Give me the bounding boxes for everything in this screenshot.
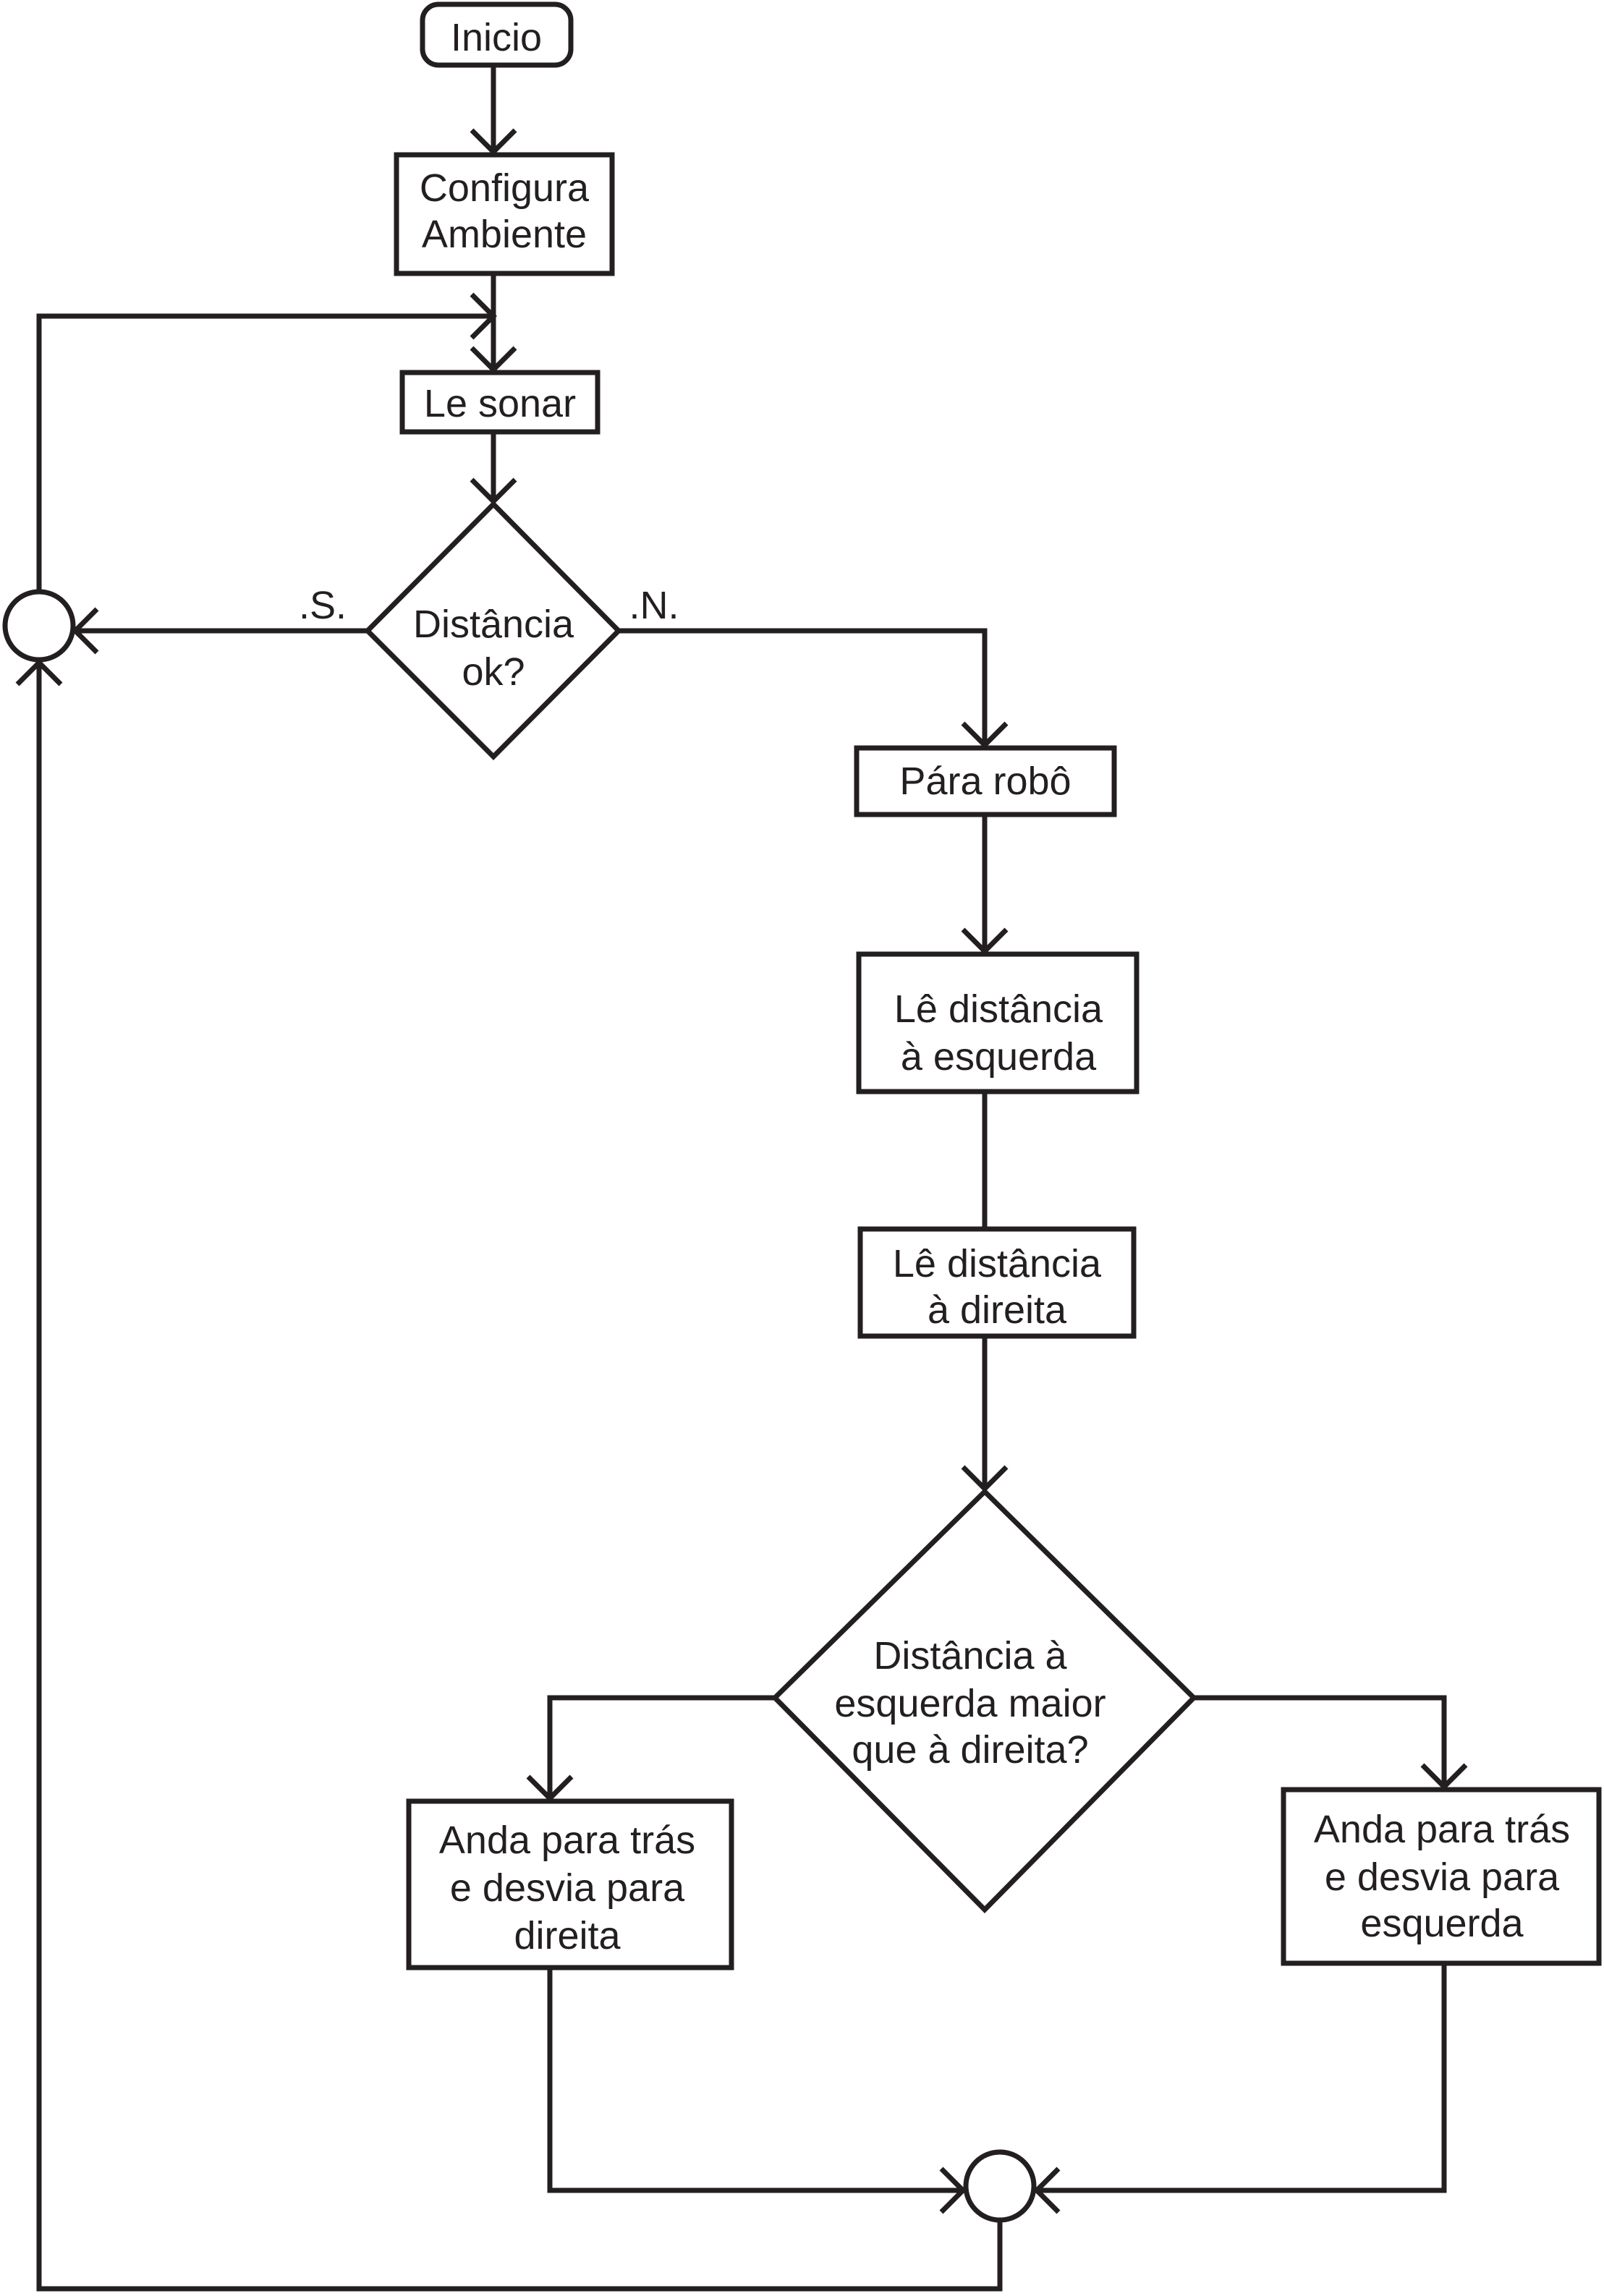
distance-ok-label-line2: ok?	[462, 650, 525, 694]
arrowhead-configure	[470, 128, 517, 156]
reverse-turn-right-node	[406, 1798, 734, 1970]
reverse-turn-left-label-line2: e desvia para	[1325, 1855, 1560, 1899]
compare-distance-decision	[771, 1488, 1197, 1913]
arrowhead-loop-bottom	[15, 659, 63, 686]
reverse-turn-right-label-line2: e desvia para	[450, 1866, 685, 1910]
arrowhead-decision	[470, 477, 517, 505]
edge-compare-to-turn-right	[547, 1695, 775, 1798]
arrowhead-read-left	[961, 927, 1009, 955]
edge-compare-to-turn-left	[1194, 1695, 1447, 1787]
configure-environment-node	[394, 152, 615, 276]
arrowhead-turn-left	[1420, 1763, 1468, 1790]
edge-loop-back-to-sonar	[36, 313, 493, 592]
distance-ok-label-line1: Distância	[413, 603, 574, 646]
compare-distance-label-line1: Distância à	[873, 1634, 1067, 1678]
compare-distance-label-line2: esquerda maior	[834, 1682, 1106, 1725]
stop-robot-label: Pára robô	[899, 760, 1071, 803]
arrowhead-loop-connector	[72, 607, 99, 655]
edge-turn-right-to-merge	[547, 1968, 963, 2193]
configure-environment-label-line1: Configura	[420, 166, 590, 210]
read-right-distance-label-line2: à direita	[928, 1288, 1067, 1332]
arrowhead-merge-right	[1033, 2167, 1061, 2214]
reverse-turn-left-node	[1281, 1787, 1602, 1966]
read-right-distance-label-line1: Lê distância	[893, 1242, 1102, 1285]
arrowhead-turn-right	[526, 1774, 574, 1802]
reverse-turn-left-label-line1: Anda para trás	[1314, 1808, 1570, 1851]
edge-merge-back-to-loop	[36, 663, 1003, 2292]
arrowhead-sonar	[470, 346, 517, 373]
reverse-turn-right-label-line1: Anda para trás	[439, 1819, 695, 1862]
reverse-turn-right-label-line3: direita	[514, 1914, 621, 1957]
no-label: .N.	[629, 584, 679, 627]
read-left-distance-node	[856, 951, 1140, 1094]
start-node	[420, 1, 574, 68]
compare-distance-label-line3: que à direita?	[852, 1728, 1088, 1772]
edge-turn-left-to-merge	[1037, 1963, 1447, 2193]
arrowhead-compare	[961, 1465, 1009, 1492]
distance-ok-decision	[364, 501, 622, 760]
arrowhead-merge-left	[939, 2167, 967, 2214]
loop-connector-left	[2, 589, 76, 663]
edge-no-to-stop-robot	[619, 628, 988, 745]
arrowhead-stop-robot	[961, 721, 1009, 749]
configure-environment-label-line2: Ambiente	[422, 213, 587, 256]
read-right-distance-node	[857, 1226, 1137, 1339]
reverse-turn-left-label-line3: esquerda	[1360, 1902, 1524, 1945]
yes-label: .S.	[299, 584, 347, 627]
read-sonar-label: Le sonar	[424, 382, 576, 425]
read-left-distance-label-line1: Lê distância	[894, 987, 1103, 1031]
arrowhead-loop-back	[470, 292, 497, 340]
start-label: Inicio	[451, 16, 542, 59]
read-sonar-node	[399, 370, 601, 435]
merge-connector-bottom	[963, 2149, 1037, 2223]
read-left-distance-label-line2: à esquerda	[901, 1035, 1097, 1079]
